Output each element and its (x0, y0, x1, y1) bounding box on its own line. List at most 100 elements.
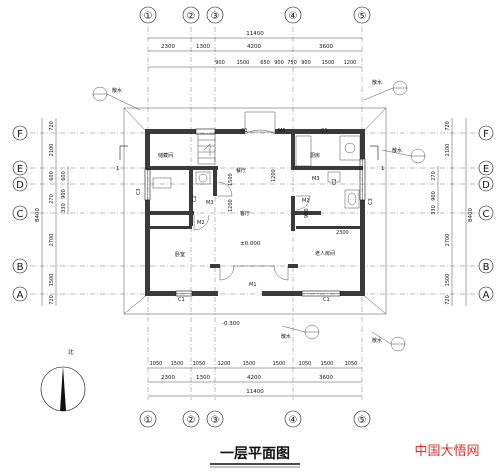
dim: 4200 (247, 44, 261, 50)
dim: 3600 (319, 44, 333, 50)
axis-label: A (17, 290, 24, 301)
entrance-porch (244, 111, 276, 135)
axis-label: E (483, 164, 489, 175)
walls (145, 129, 365, 296)
dim: 1300 (196, 375, 210, 381)
page-title: 一层平面图 (220, 446, 290, 462)
detail-ref-e: 散水 (392, 147, 402, 154)
axis-label: ② (187, 11, 196, 22)
axis-label: ① (144, 415, 153, 426)
label-c2: C2 (192, 195, 198, 202)
dim: 2300 (161, 375, 175, 381)
dim: 2100 (49, 144, 55, 157)
dim: 1200 (344, 60, 357, 66)
stair (197, 133, 216, 165)
dim: 2100 (445, 144, 451, 157)
dim: 1050 (193, 361, 206, 367)
axis-label: C (17, 209, 24, 220)
detail-ref-ne: 散水 (372, 79, 382, 86)
label-900: 900 (304, 208, 310, 218)
label-c3: C3 (136, 188, 142, 195)
axis-label: ③ (211, 11, 220, 22)
label-m2: M2 (197, 220, 205, 226)
bath-fixtures (152, 171, 211, 189)
dim: 720 (49, 295, 55, 305)
label-1200b: 1200 (271, 169, 277, 182)
detail-ref-se: 散水 (372, 337, 382, 344)
dim: 330 (61, 203, 67, 213)
axis-label: ④ (289, 415, 298, 426)
north-label: 北 (68, 348, 74, 356)
bottom-axis-bubbles: ① ② ③ ④ ⑤ (139, 410, 371, 428)
drawing-title: 一层平面图 (210, 446, 300, 468)
room-labels: 储藏间 厨房 餐厅 客厅 卧室 老人房间 2300 (158, 152, 349, 258)
axis-label: F (483, 129, 489, 140)
dim: 1500 (321, 361, 334, 367)
dim: 900 (215, 60, 225, 66)
dim: 330 (431, 205, 437, 215)
axis-label: E (17, 164, 23, 175)
axis-label: ④ (289, 11, 298, 22)
dim: 1050 (299, 361, 312, 367)
label-m2: M2 (302, 198, 310, 204)
door-swings (193, 181, 311, 281)
dim: 720 (445, 295, 451, 305)
label-m3: M3 (312, 176, 320, 182)
axis-label: ② (187, 415, 196, 426)
top-dimensions: 11400 2300 1300 4200 3600 900 1500 650 9… (148, 31, 362, 68)
dim: 270 (431, 171, 437, 181)
north-arrow-icon: 北 (40, 348, 86, 412)
room-bedroom: 卧室 (175, 251, 185, 258)
dim-elder: 2300 (336, 230, 349, 236)
room-storage: 储藏间 (158, 152, 173, 159)
axis-label: ⑤ (358, 11, 367, 22)
kitchen-fixtures (295, 135, 361, 209)
level-lower: -0.300 (222, 321, 240, 327)
section-mark-right: 1 (381, 166, 385, 172)
label-1500: 1500 (228, 173, 234, 186)
dim: 1500 (445, 274, 451, 287)
right-axis-bubbles: F E D C B A (478, 125, 494, 302)
axis-label: B (483, 262, 490, 273)
dim: 4200 (247, 375, 261, 381)
dim: 720 (49, 121, 55, 131)
dim: 1050 (345, 361, 358, 367)
label-c1: C1 (241, 128, 248, 134)
room-elder: 老人房间 (315, 250, 335, 257)
axis-label: C (483, 209, 490, 220)
level-zero: ±0.000 (240, 241, 261, 247)
dim: 1050 (150, 361, 163, 367)
label-c3: C3 (368, 198, 374, 205)
axis-label: B (17, 262, 24, 273)
dim: 900 (431, 191, 437, 201)
dim: 1500 (49, 274, 55, 287)
dim: 2700 (49, 234, 55, 247)
dim: 1300 (196, 44, 210, 50)
dim: 3600 (319, 375, 333, 381)
axis-label: D (16, 180, 24, 191)
section-marks: 1 1 散水 散水 散水 散水 散水 (92, 79, 426, 352)
bottom-dimensions: 1050 1500 1050 1200 1500 1500 1050 1500 … (148, 361, 362, 397)
dim: 900 (61, 189, 67, 199)
left-dimensions: 8400 720 2100 600 270 2700 1500 720 600 … (35, 118, 69, 306)
dim: 1500 (243, 361, 256, 367)
dim: 1500 (273, 361, 286, 367)
dim: 650 (260, 60, 270, 66)
dim: 600 (49, 171, 55, 181)
detail-ref-nw: 散水 (112, 87, 122, 94)
label-m5: M5 (278, 128, 286, 134)
eave-outline (123, 107, 387, 315)
left-axis-bubbles: F E D C B A (12, 125, 28, 302)
windows (144, 128, 366, 297)
dim-side-total: 8400 (468, 208, 474, 222)
dim: 900 (274, 60, 284, 66)
dim: 2300 (161, 44, 175, 50)
watermark: 中国大悟网 (414, 444, 479, 459)
axis-label: ⑤ (358, 415, 367, 426)
dim: 1500 (237, 60, 250, 66)
label-c2: C2 (332, 178, 338, 185)
dim: 750 (287, 60, 297, 66)
opening-labels: C1 M5 C1 C1 C1 M1 M2 M2 M3 M3 C3 C3 C2 C… (136, 128, 374, 327)
right-dimensions: 8400 720 2100 270 900 330 2700 1500 720 (431, 118, 474, 306)
